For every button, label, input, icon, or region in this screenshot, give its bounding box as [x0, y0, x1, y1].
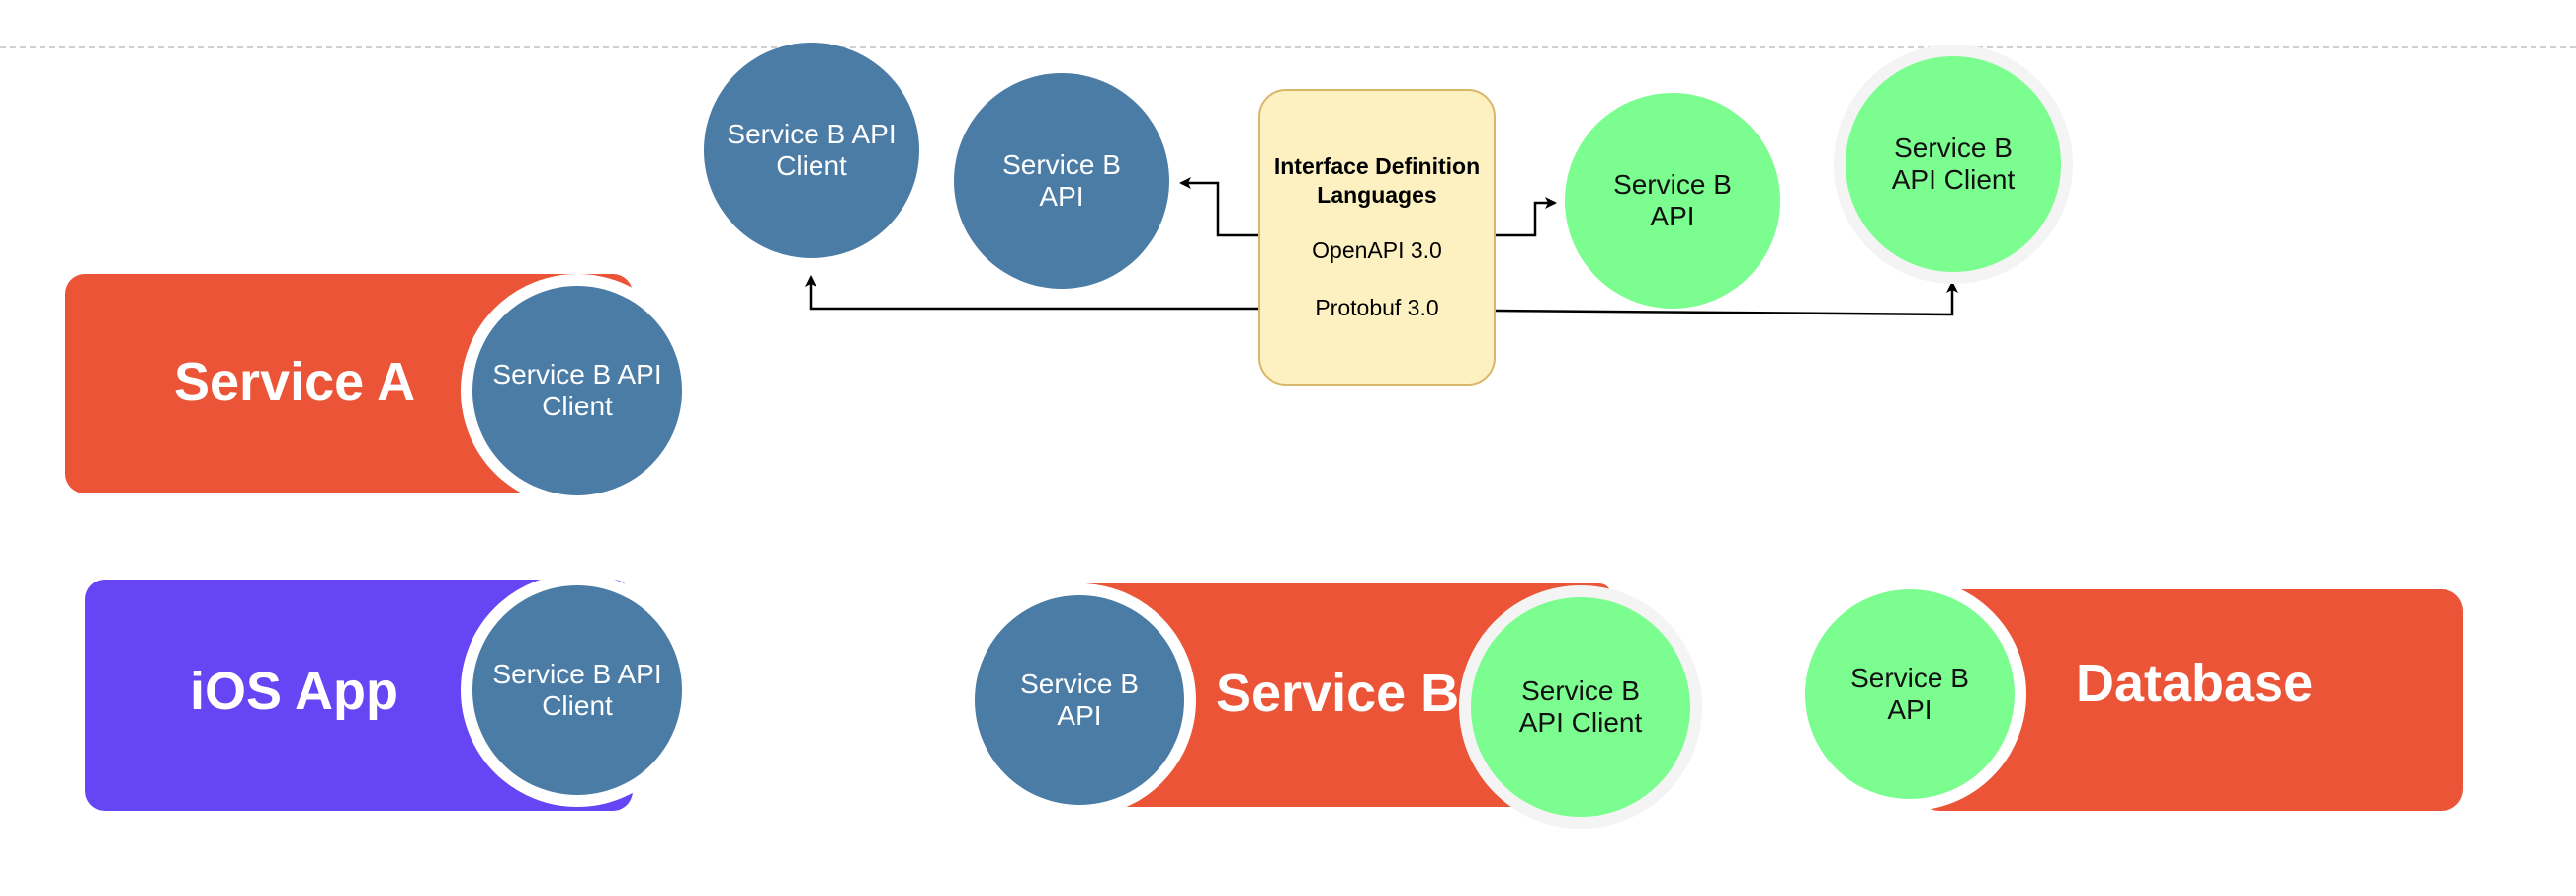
- arrow-idl-to-service-b-api-green: [1496, 197, 1557, 237]
- circle-label-line1: Service B: [1894, 133, 2013, 163]
- circle-label-line2: API Client: [1518, 707, 1643, 738]
- page-boundary-dashed-line: [0, 46, 2576, 48]
- arrow-idl-to-service-b-api-client-left: [805, 275, 1258, 311]
- circle-label-line2: API: [1887, 694, 1932, 725]
- circle-label-line2: Client: [776, 150, 847, 181]
- circle-label-line1: Service B: [1020, 669, 1139, 699]
- circle-label-line2: Client: [542, 391, 613, 421]
- circle-label-line2: Client: [542, 690, 613, 721]
- database-service-b-api-circle[interactable]: Service B API: [1793, 578, 2026, 811]
- service-b-api-client-top-left[interactable]: Service B API Client: [704, 43, 919, 258]
- database-label: Database: [2076, 654, 2314, 713]
- circle-label-line1: Service B: [1521, 675, 1640, 706]
- arrow-idl-to-service-b-api: [1179, 177, 1258, 237]
- service-a-label: Service A: [174, 352, 416, 411]
- circle-label-line2: API: [1039, 181, 1084, 212]
- idl-title-line1: Interface Definition: [1273, 153, 1481, 179]
- ios-app-service-b-api-client[interactable]: Service B API Client: [461, 574, 694, 807]
- circle-label-line1: Service B API: [492, 359, 662, 390]
- idl-title-line2: Languages: [1317, 182, 1437, 208]
- circle-label-line2: API: [1057, 700, 1102, 731]
- circle-label-line1: Service B: [1850, 663, 1969, 693]
- idl-title: Interface Definition Languages: [1260, 152, 1494, 210]
- service-b-api-client-circle[interactable]: Service B API Client: [1459, 585, 1702, 829]
- circle-label-line2: API Client: [1891, 164, 2016, 195]
- circle-label-line2: API: [1650, 201, 1695, 231]
- circle-label-line1: Service B: [1613, 169, 1732, 200]
- circle-label-line1: Service B API: [727, 119, 897, 149]
- service-b-api-circle[interactable]: Service B API: [963, 583, 1196, 817]
- service-b-label: Service B: [1216, 664, 1460, 723]
- service-b-api-top-left[interactable]: Service B API: [954, 73, 1169, 289]
- interface-definition-languages-box[interactable]: Interface Definition Languages OpenAPI 3…: [1258, 89, 1496, 386]
- service-b-api-client-top-right[interactable]: Service B API Client: [1834, 45, 2073, 284]
- idl-item-protobuf: Protobuf 3.0: [1315, 295, 1439, 320]
- arrow-idl-to-service-b-api-client-right: [1495, 281, 1958, 316]
- ios-app-label: iOS App: [190, 662, 398, 721]
- circle-label-line1: Service B: [1002, 149, 1121, 180]
- service-a-service-b-api-client[interactable]: Service B API Client: [461, 274, 694, 507]
- circle-label-line1: Service B API: [492, 659, 662, 689]
- service-b-api-top-right[interactable]: Service B API: [1565, 93, 1780, 309]
- idl-item-openapi: OpenAPI 3.0: [1312, 237, 1442, 263]
